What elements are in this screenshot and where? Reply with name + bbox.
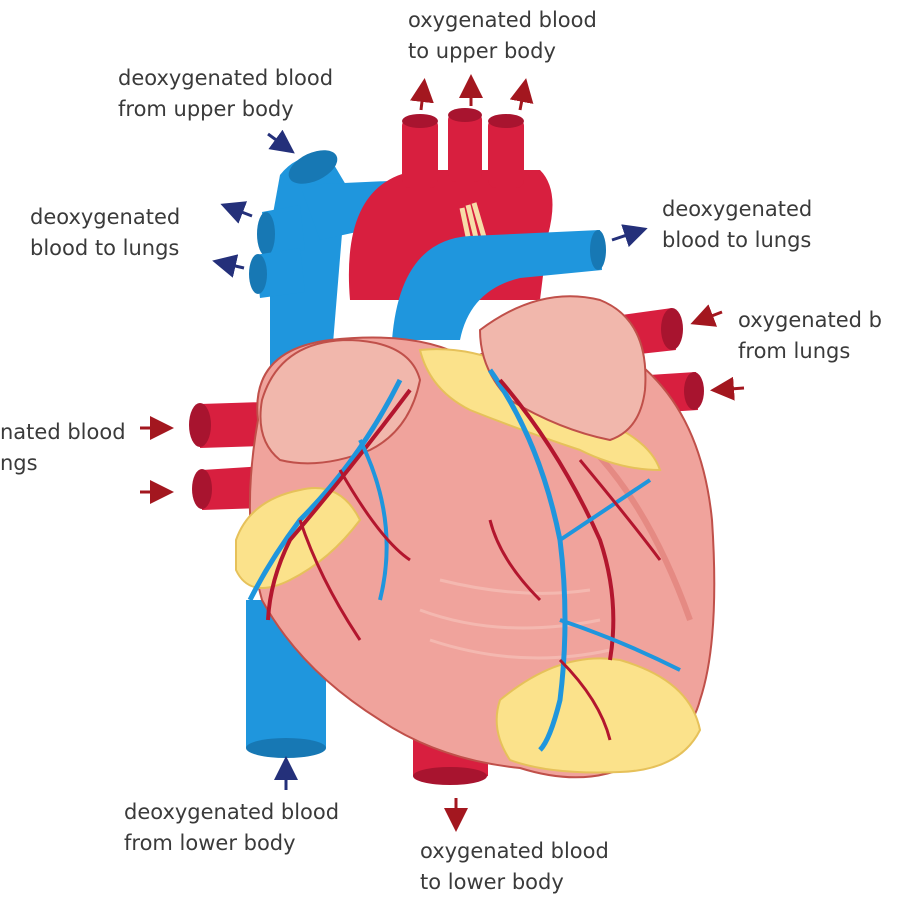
arrow-lungs-in-right-1 (690, 304, 723, 327)
label-line: blood to lungs (662, 228, 812, 252)
label-line: deoxygenated blood (118, 66, 334, 90)
label-deoxygenated-from-lower-body: deoxygenated blood from lower body (124, 797, 339, 859)
label-line: to lower body (420, 870, 564, 894)
label-line: to upper body (408, 39, 556, 63)
arrow-upper-body-out-1 (410, 78, 434, 111)
label-line: deoxygenated (30, 205, 181, 229)
pulmonary-artery-left-branches (249, 205, 305, 298)
label-deoxygenated-to-lungs-right: deoxygenated blood to lungs (662, 194, 812, 256)
pulmonary-trunk (392, 230, 606, 340)
coronary-vessels (247, 368, 681, 752)
arrow-upper-body-in (267, 129, 295, 154)
label-line: from upper body (118, 97, 294, 121)
label-line: blood to lungs (30, 236, 180, 260)
label-oxygenated-to-upper-body: oxygenated blood to upper body (408, 5, 597, 67)
pulmonary-veins-left (189, 402, 264, 510)
label-line: deoxygenated blood (124, 800, 340, 824)
label-deoxygenated-from-upper-body: deoxygenated blood from upper body (118, 63, 333, 125)
label-line: from lungs (738, 339, 851, 363)
label-line: ngs (0, 451, 38, 475)
arrow-upper-body-out-3 (509, 78, 534, 111)
label-line: oxygenated blood (408, 8, 597, 32)
arrow-lungs-in-right-2 (710, 376, 745, 401)
label-oxygenated-from-lungs-left: nated blood ngs (0, 417, 126, 479)
label-oxygenated-from-lungs-right: oxygenated b from lungs (738, 305, 882, 367)
label-deoxygenated-to-lungs-left: deoxygenated blood to lungs (30, 202, 180, 264)
label-line: deoxygenated (662, 197, 813, 221)
label-line: nated blood (0, 420, 126, 444)
arrow-lungs-out-right (611, 224, 648, 248)
arrow-lungs-out-left-1 (220, 201, 253, 224)
label-oxygenated-to-lower-body: oxygenated blood to lower body (420, 836, 609, 898)
label-line: from lower body (124, 831, 296, 855)
label-line: oxygenated blood (420, 839, 609, 863)
label-line: oxygenated b (738, 308, 882, 332)
arrow-lungs-out-left-2 (212, 254, 245, 278)
flow-arrows (140, 74, 745, 832)
